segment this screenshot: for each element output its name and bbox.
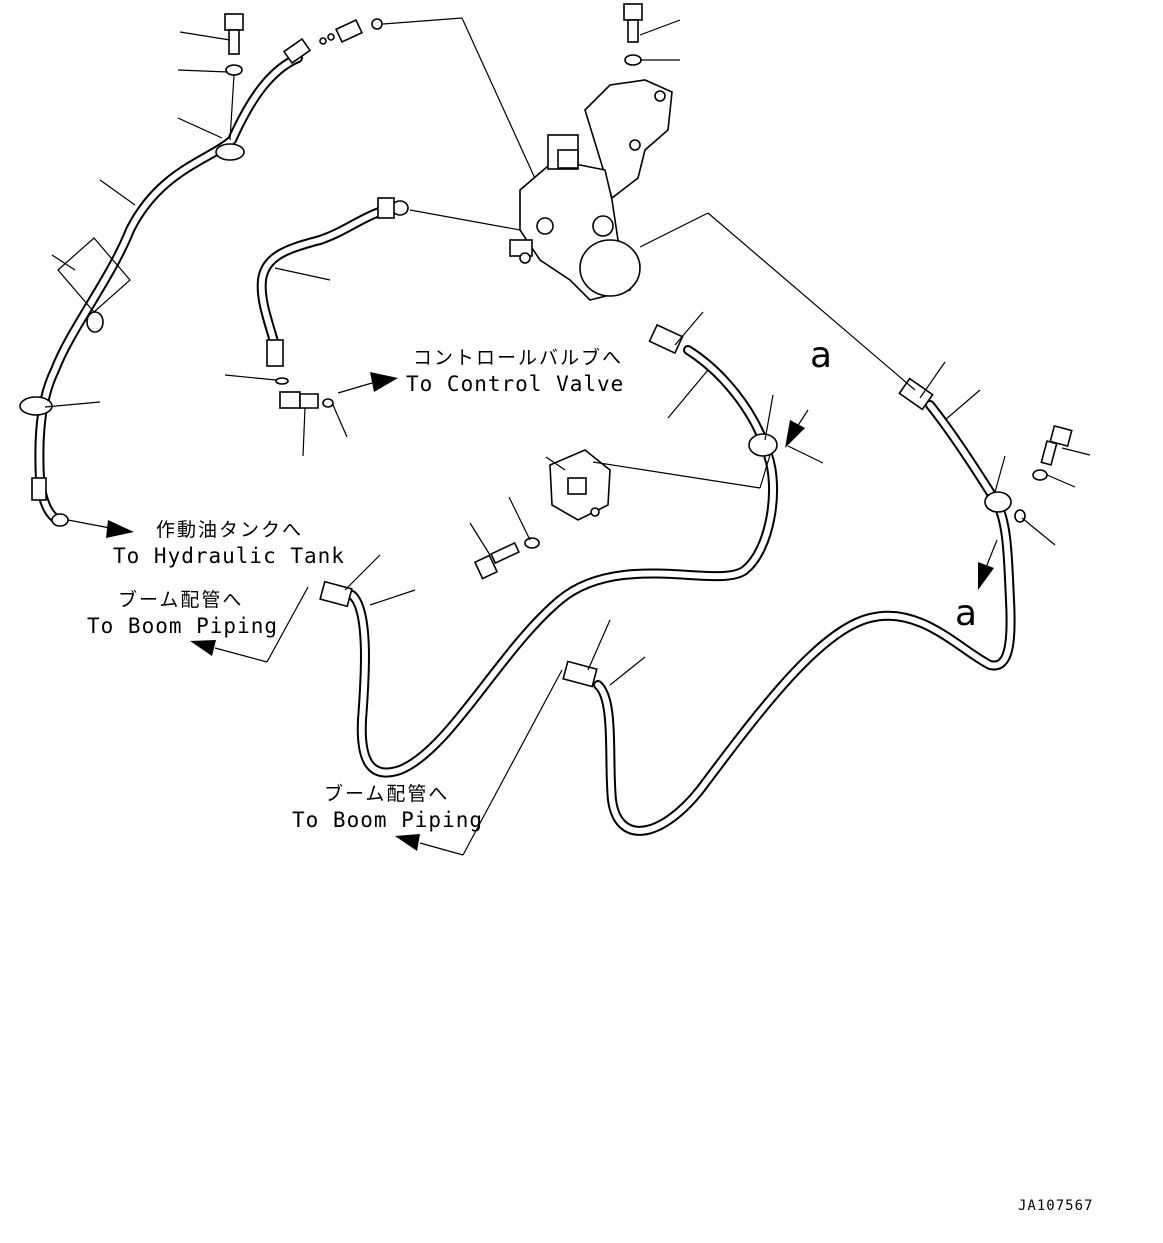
bolt-far-right [1032,424,1073,481]
bolt-top-right [623,3,643,66]
hose-sleeve [57,237,131,313]
center-hose [256,197,521,409]
control-valve-label-en: To Control Valve [406,372,625,396]
bolt-center [473,537,540,580]
hydraulic-tank-label-en: To Hydraulic Tank [113,544,345,568]
callout-a-lower: a [955,593,978,634]
boom-piping-1-label-jp: ブーム配管へ [118,589,244,611]
boom-hose-1 [319,323,778,778]
drawing-code: JA107567 [1018,1198,1094,1214]
control-valve-label-jp: コントロールバルブへ [413,347,624,369]
boom-piping-1-label-en: To Boom Piping [87,614,279,638]
leader-lines [44,19,1091,686]
hydraulic-tank-label-jp: 作動油タンクへ [156,519,304,541]
boom-hose-2 [562,212,1026,836]
bolt-top-left [215,13,245,161]
top-fittings [319,17,539,186]
control-valve-assembly [509,79,673,301]
clamp-block [549,449,771,521]
boom-piping-2-label-jp: ブーム配管へ [324,783,450,805]
boom-piping-2-label-en: To Boom Piping [292,808,484,832]
callout-a-upper: a [810,335,833,376]
direction-arrows [67,372,998,856]
